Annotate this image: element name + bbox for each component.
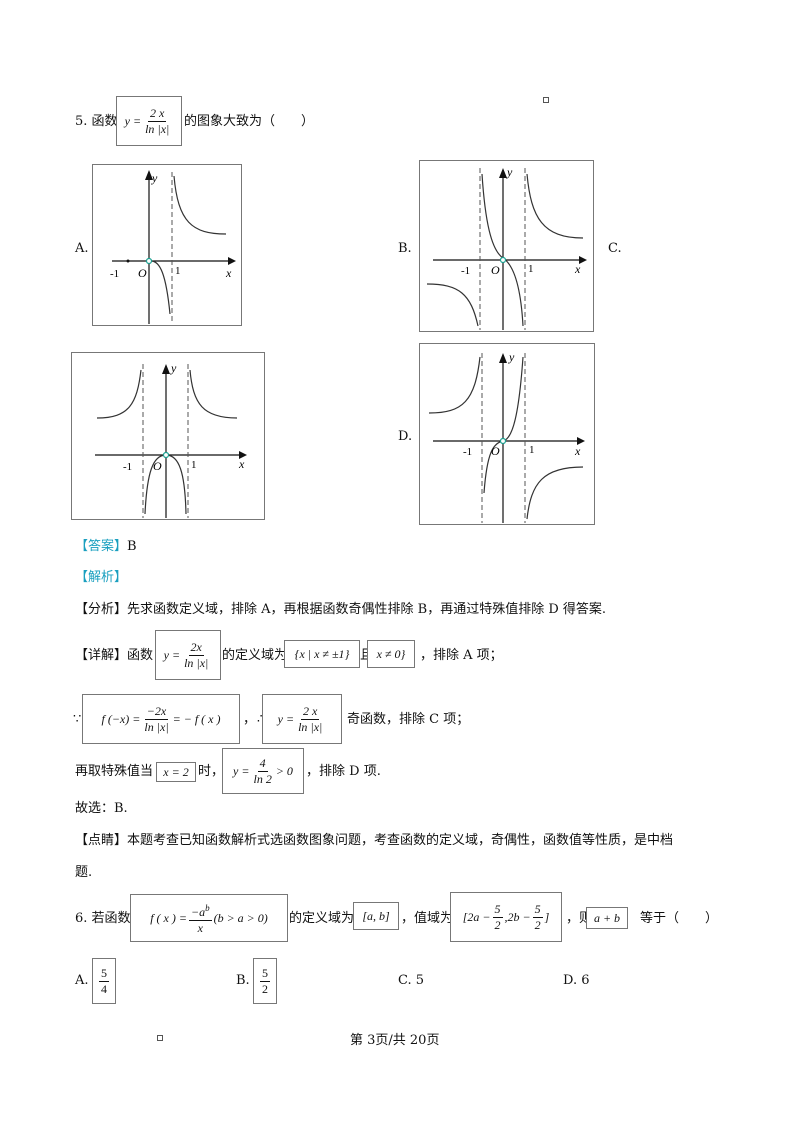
special-x-box: x = 2 [156,762,196,782]
dianjing-line2: 题. [75,865,93,880]
q5-formula-lhs: y = [124,113,142,128]
graph-a-origin-label: O [138,266,147,280]
option-d-label: D. [398,429,413,444]
graph-a-neg1-label: -1 [110,268,119,280]
graph-b-y-label: y [506,165,513,179]
analysis-label: 解析 [88,570,115,585]
q5-formula-num: 2 x [148,105,167,122]
option-c-label: C. [608,241,622,256]
fenxi-label: 【分析】 [75,602,128,617]
graph-option-a: y x O -1 1 [92,164,242,326]
xiangjie-domain-text: 的定义域为 [222,648,288,663]
special-mid: 时， [198,764,225,779]
option-b-label: B. [398,241,412,256]
answer-line: 【答案】B [75,539,137,554]
dianjing-label: 【点睛】 [75,833,128,848]
xiangjie-tail: ，排除 A 项； [420,648,503,663]
xiangjie-label: 【详解】函数 [75,648,154,663]
xiangjie-domain-box: { x | x ≠ ±1 } [284,640,360,668]
graph-b-pos1-label: 1 [528,263,534,275]
graph-d-y-label: y [508,350,515,364]
choose-line: 故选：B. [75,801,128,816]
graph-option-b: y x O -1 1 [419,160,594,332]
analysis-heading: 【解析】 [75,570,128,585]
graph-d-pos1-label: 1 [529,444,535,456]
page-marker [543,97,549,103]
graph-c-origin-label: O [153,459,162,473]
odd-tail: 奇函数，排除 C 项； [347,712,470,727]
page-marker [157,1035,163,1041]
q6-domain-box: [a, b] [353,902,399,930]
graph-c-neg1-label: -1 [123,461,132,473]
q6-then-text: ，则 [566,911,593,926]
graph-d-x-label: x [574,444,581,458]
q6-opt-a-label: A. [75,973,89,988]
graph-a-x-label: x [225,266,232,280]
graph-d-origin-label: O [491,444,500,458]
graph-b-x-label: x [574,262,581,276]
q5-number: 5. 函数 [75,114,118,129]
because-symbol: ∵ [73,712,82,727]
q6-opt-d: D. 6 [563,973,590,988]
graph-c-y-label: y [170,361,177,375]
graph-a-pos1-label: 1 [175,265,181,277]
graph-d-neg1-label: -1 [463,446,472,458]
page-footer: 第 3页/共 20页 [350,1033,440,1048]
odd-sep: ， [243,712,257,727]
graph-b-origin-label: O [491,263,500,277]
graph-c-pos1-label: 1 [191,459,197,471]
answer-value: B [127,539,137,554]
special-tail: ，排除 D 项. [306,764,381,779]
q5-tail: 的图象大致为（ ） [184,114,315,129]
q6-domain-text: 的定义域为 [289,911,355,926]
q5-formula-den: ln |x| [145,121,170,136]
q6-range-text: ，值域为 [401,911,454,926]
graph-a-y-label: y [151,171,158,185]
xiangjie-and-box: x ≠ 0} [367,640,415,668]
q6-sum-box: a + b [586,907,628,929]
fenxi-line: 【分析】先求函数定义域，排除 A，再根据函数奇偶性排除 B，再通过特殊值排除 D… [75,601,606,619]
answer-label: 答案 [88,539,115,554]
graph-b-neg1-label: -1 [461,265,470,277]
dianjing-line1: 【点睛】本题考查已知函数解析式选函数图象问题，考查函数的定义域，奇偶性，函数值等… [75,833,674,848]
graph-option-d: y x O -1 1 [419,343,595,525]
special-pre: 再取特殊值当 [75,764,154,779]
q6-tail: 等于（ ） [640,911,719,926]
therefore-symbol: ∴ [257,711,265,729]
q6-opt-c: C. 5 [398,973,425,988]
graph-option-c: y x O -1 1 [71,352,265,520]
option-a-label: A. [75,241,89,256]
graph-c-x-label: x [238,457,245,471]
q6-number: 6. 若函数 [75,911,131,926]
q6-opt-b-label: B. [236,973,250,988]
fenxi-text: 先求函数定义域，排除 A，再根据函数奇偶性排除 B，再通过特殊值排除 D 得答案… [127,602,607,617]
